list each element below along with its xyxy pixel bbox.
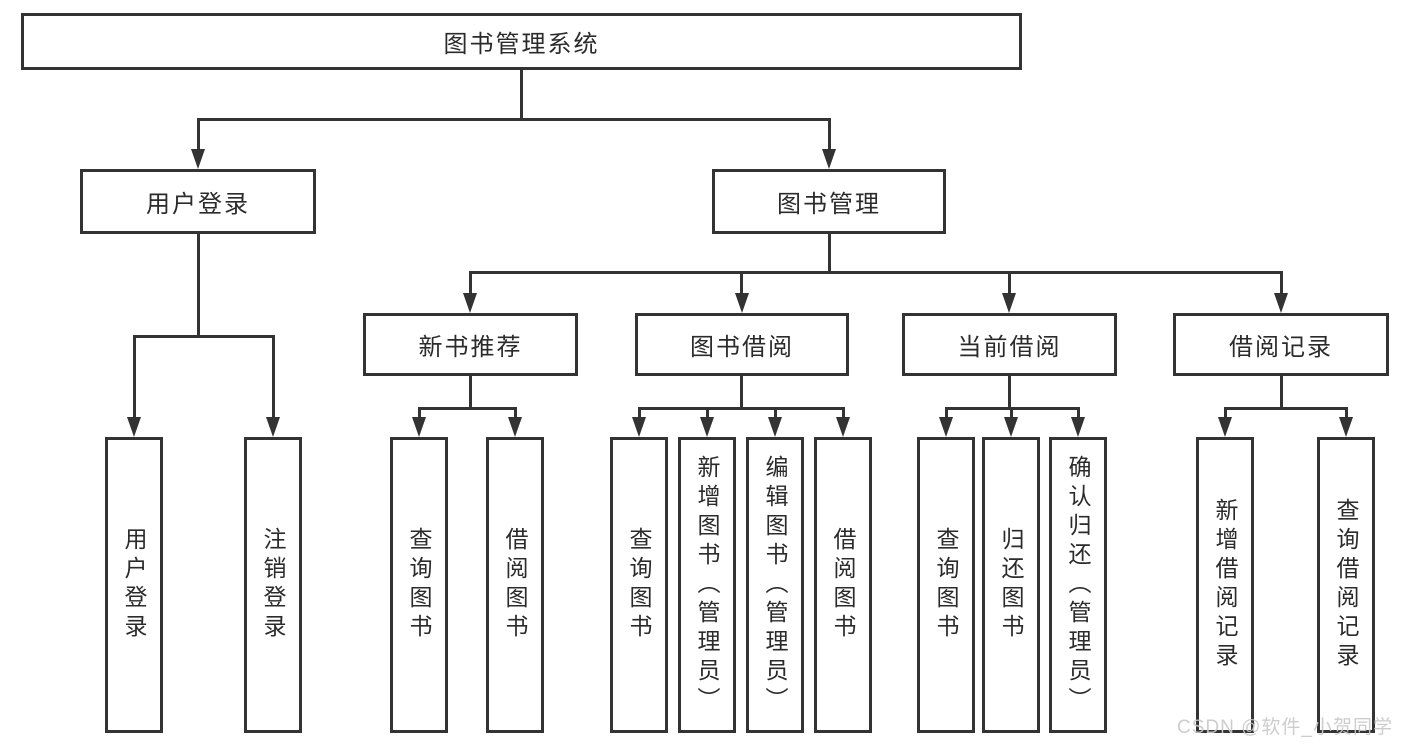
connector-line [945, 407, 948, 419]
node-borrowing-records: 借阅记录 [1173, 313, 1389, 376]
node-book-management: 图书管理 [712, 169, 946, 234]
leaf-return-books: 归还图书 [982, 437, 1040, 733]
connector-line [1077, 407, 1080, 419]
arrow-head [1002, 293, 1016, 313]
connector-line [740, 271, 743, 293]
connector-line [774, 407, 777, 419]
connector-line [197, 118, 831, 121]
node-label: 借阅图书 [830, 527, 856, 643]
node-label: 查询图书 [406, 527, 432, 643]
leaf-logout: 注销登录 [244, 437, 302, 733]
connector-line [638, 407, 641, 419]
leaf-borrow-books-recommend: 借阅图书 [486, 437, 544, 733]
arrow-head [939, 417, 953, 437]
connector-line [740, 376, 743, 407]
connector-line [1224, 407, 1227, 419]
node-library-management-system: 图书管理系统 [21, 13, 1022, 70]
arrow-head [1339, 417, 1353, 437]
connector-line [1280, 271, 1283, 293]
leaf-query-books-current: 查询图书 [917, 437, 975, 733]
node-label: 查询图书 [626, 527, 652, 643]
node-label: 新书推荐 [418, 334, 523, 361]
node-label: 借阅图书 [502, 527, 528, 643]
connector-line [418, 407, 421, 419]
connector-line [842, 407, 845, 419]
connector-line [828, 118, 831, 149]
connector-line [638, 407, 845, 410]
connector-line [1010, 407, 1013, 419]
node-label: 编辑图书（管理员） [762, 454, 788, 716]
leaf-user-login: 用户登录 [105, 437, 163, 733]
connector-line [197, 118, 200, 149]
arrow-head [768, 417, 782, 437]
leaf-confirm-return-admin: 确认归还（管理员） [1049, 437, 1107, 733]
node-label: 查询借阅记录 [1333, 498, 1359, 672]
node-label: 图书借阅 [690, 334, 794, 361]
node-label: 图书管理 [777, 191, 881, 218]
leaf-edit-books-admin: 编辑图书（管理员） [746, 437, 804, 733]
arrow-head [508, 417, 522, 437]
arrow-head [127, 417, 141, 437]
node-label: 查询图书 [933, 527, 959, 643]
arrow-head [412, 417, 426, 437]
node-label: 新增图书（管理员） [694, 454, 720, 716]
leaf-query-books-recommend: 查询图书 [390, 437, 448, 733]
connector-line [1345, 407, 1348, 419]
connector-line [1008, 271, 1011, 293]
arrow-head [1071, 417, 1085, 437]
arrow-head [822, 149, 836, 169]
connector-line [469, 271, 472, 293]
node-label: 图书管理系统 [443, 31, 600, 58]
arrow-head [1274, 293, 1288, 313]
arrow-head [700, 417, 714, 437]
connector-line [133, 335, 136, 417]
arrow-head [735, 293, 749, 313]
leaf-add-borrow-record: 新增借阅记录 [1196, 437, 1254, 733]
connector-line [469, 376, 472, 407]
node-new-book-recommendation: 新书推荐 [363, 313, 578, 376]
connector-line [1008, 376, 1011, 407]
leaf-query-borrow-record: 查询借阅记录 [1317, 437, 1375, 733]
node-label: 用户登录 [121, 527, 147, 643]
node-label: 借阅记录 [1229, 334, 1333, 361]
node-label: 注销登录 [260, 527, 286, 643]
node-label: 确认归还（管理员） [1065, 454, 1091, 716]
node-label: 用户登录 [146, 191, 250, 218]
connector-line [514, 407, 517, 419]
connector-line [828, 234, 831, 271]
connector-line [469, 271, 1283, 274]
connector-line [1280, 376, 1283, 407]
leaf-query-books-borrowing: 查询图书 [610, 437, 668, 733]
arrow-head [632, 417, 646, 437]
connector-line [133, 335, 275, 338]
node-current-borrowing: 当前借阅 [902, 313, 1117, 376]
node-book-borrowing: 图书借阅 [635, 313, 849, 376]
node-label: 当前借阅 [957, 334, 1062, 361]
connector-line [197, 234, 200, 335]
arrow-head [836, 417, 850, 437]
connector-line [706, 407, 709, 419]
node-user-login: 用户登录 [80, 169, 316, 234]
arrow-head [1218, 417, 1232, 437]
leaf-add-books-admin: 新增图书（管理员） [678, 437, 736, 733]
arrow-head [1004, 417, 1018, 437]
arrow-head [191, 149, 205, 169]
connector-line [418, 407, 517, 410]
connector-line [1224, 407, 1348, 410]
node-label: 归还图书 [998, 527, 1024, 643]
arrow-head [463, 293, 477, 313]
node-label: 新增借阅记录 [1212, 498, 1238, 672]
leaf-borrow-books: 借阅图书 [814, 437, 872, 733]
arrow-head [266, 417, 280, 437]
connector-line [272, 335, 275, 417]
connector-line [520, 70, 523, 118]
csdn-watermark: CSDN @软件_小贺同学 [1177, 717, 1393, 738]
